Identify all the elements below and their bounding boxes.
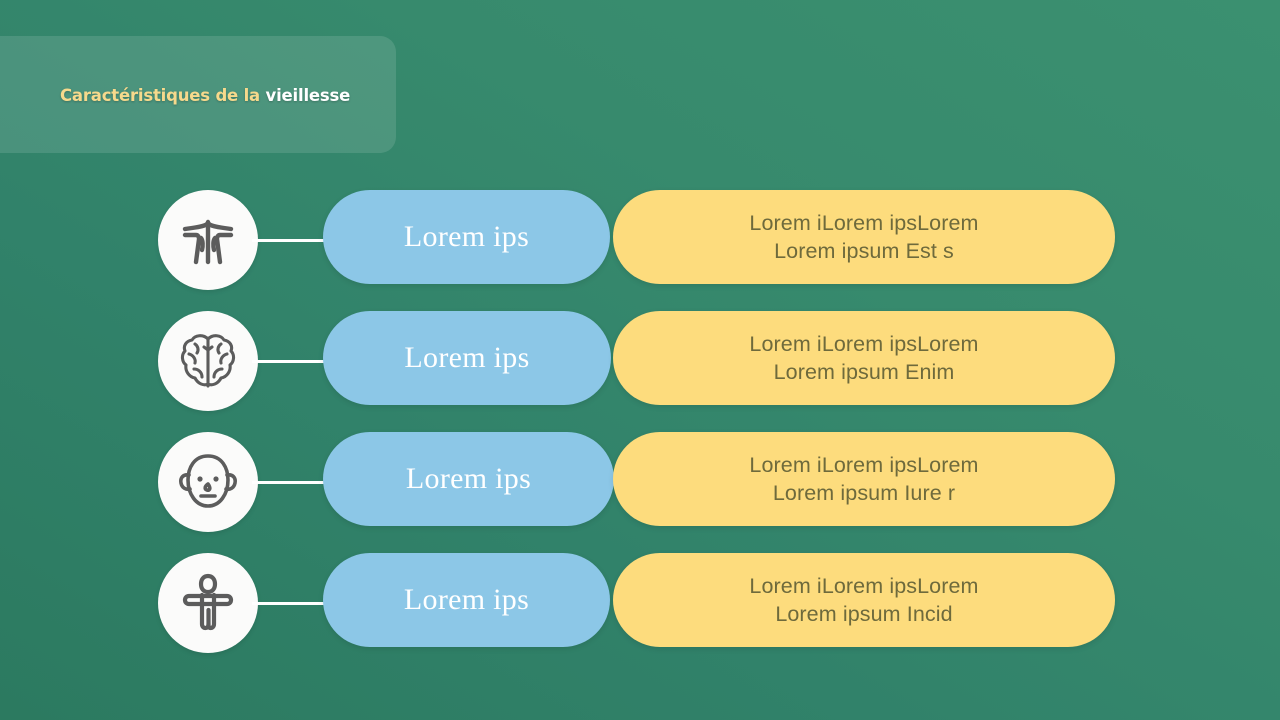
- connector-line: [252, 360, 334, 363]
- bald-head-face-icon: [158, 432, 258, 532]
- page-title-accent: Caractéristiques de la: [60, 86, 266, 105]
- connector-line: [252, 602, 334, 605]
- brain-icon: [158, 311, 258, 411]
- feature-description-line1: Lorem iLorem ipsLorem: [749, 573, 979, 598]
- feature-description-line2: Lorem ipsum Enim: [773, 360, 955, 384]
- feature-description-line2: Lorem ipsum Incid: [775, 602, 953, 626]
- feature-description-line2: Lorem ipsum Iure r: [772, 481, 956, 505]
- connector-line: [252, 239, 334, 242]
- feature-label: Lorem ips: [404, 341, 530, 374]
- page-title-plain: vieillesse: [265, 86, 351, 105]
- human-body-figure-icon: [158, 553, 258, 653]
- header-band: [0, 36, 396, 153]
- feature-description-line1: Lorem iLorem ipsLorem: [749, 331, 979, 356]
- feature-label-pill[interactable]: Lorem ips: [323, 311, 611, 405]
- feature-label-pill[interactable]: Lorem ips: [323, 190, 610, 284]
- feature-label: Lorem ips: [405, 462, 532, 495]
- feature-description-line1: Lorem iLorem ipsLorem: [749, 452, 979, 477]
- connector-line: [252, 481, 334, 484]
- feature-label: Lorem ips: [403, 220, 530, 253]
- feature-label-pill[interactable]: Lorem ips: [323, 553, 610, 647]
- feature-label: Lorem ips: [403, 583, 530, 616]
- feature-label-pill[interactable]: Lorem ips: [323, 432, 614, 526]
- page-title: Caractéristiques de la vieillesse: [60, 86, 350, 106]
- feature-description-line1: Lorem iLorem ipsLorem: [749, 210, 979, 235]
- skeleton-ribcage-icon: [158, 190, 258, 290]
- feature-description-line2: Lorem ipsum Est s: [774, 239, 954, 263]
